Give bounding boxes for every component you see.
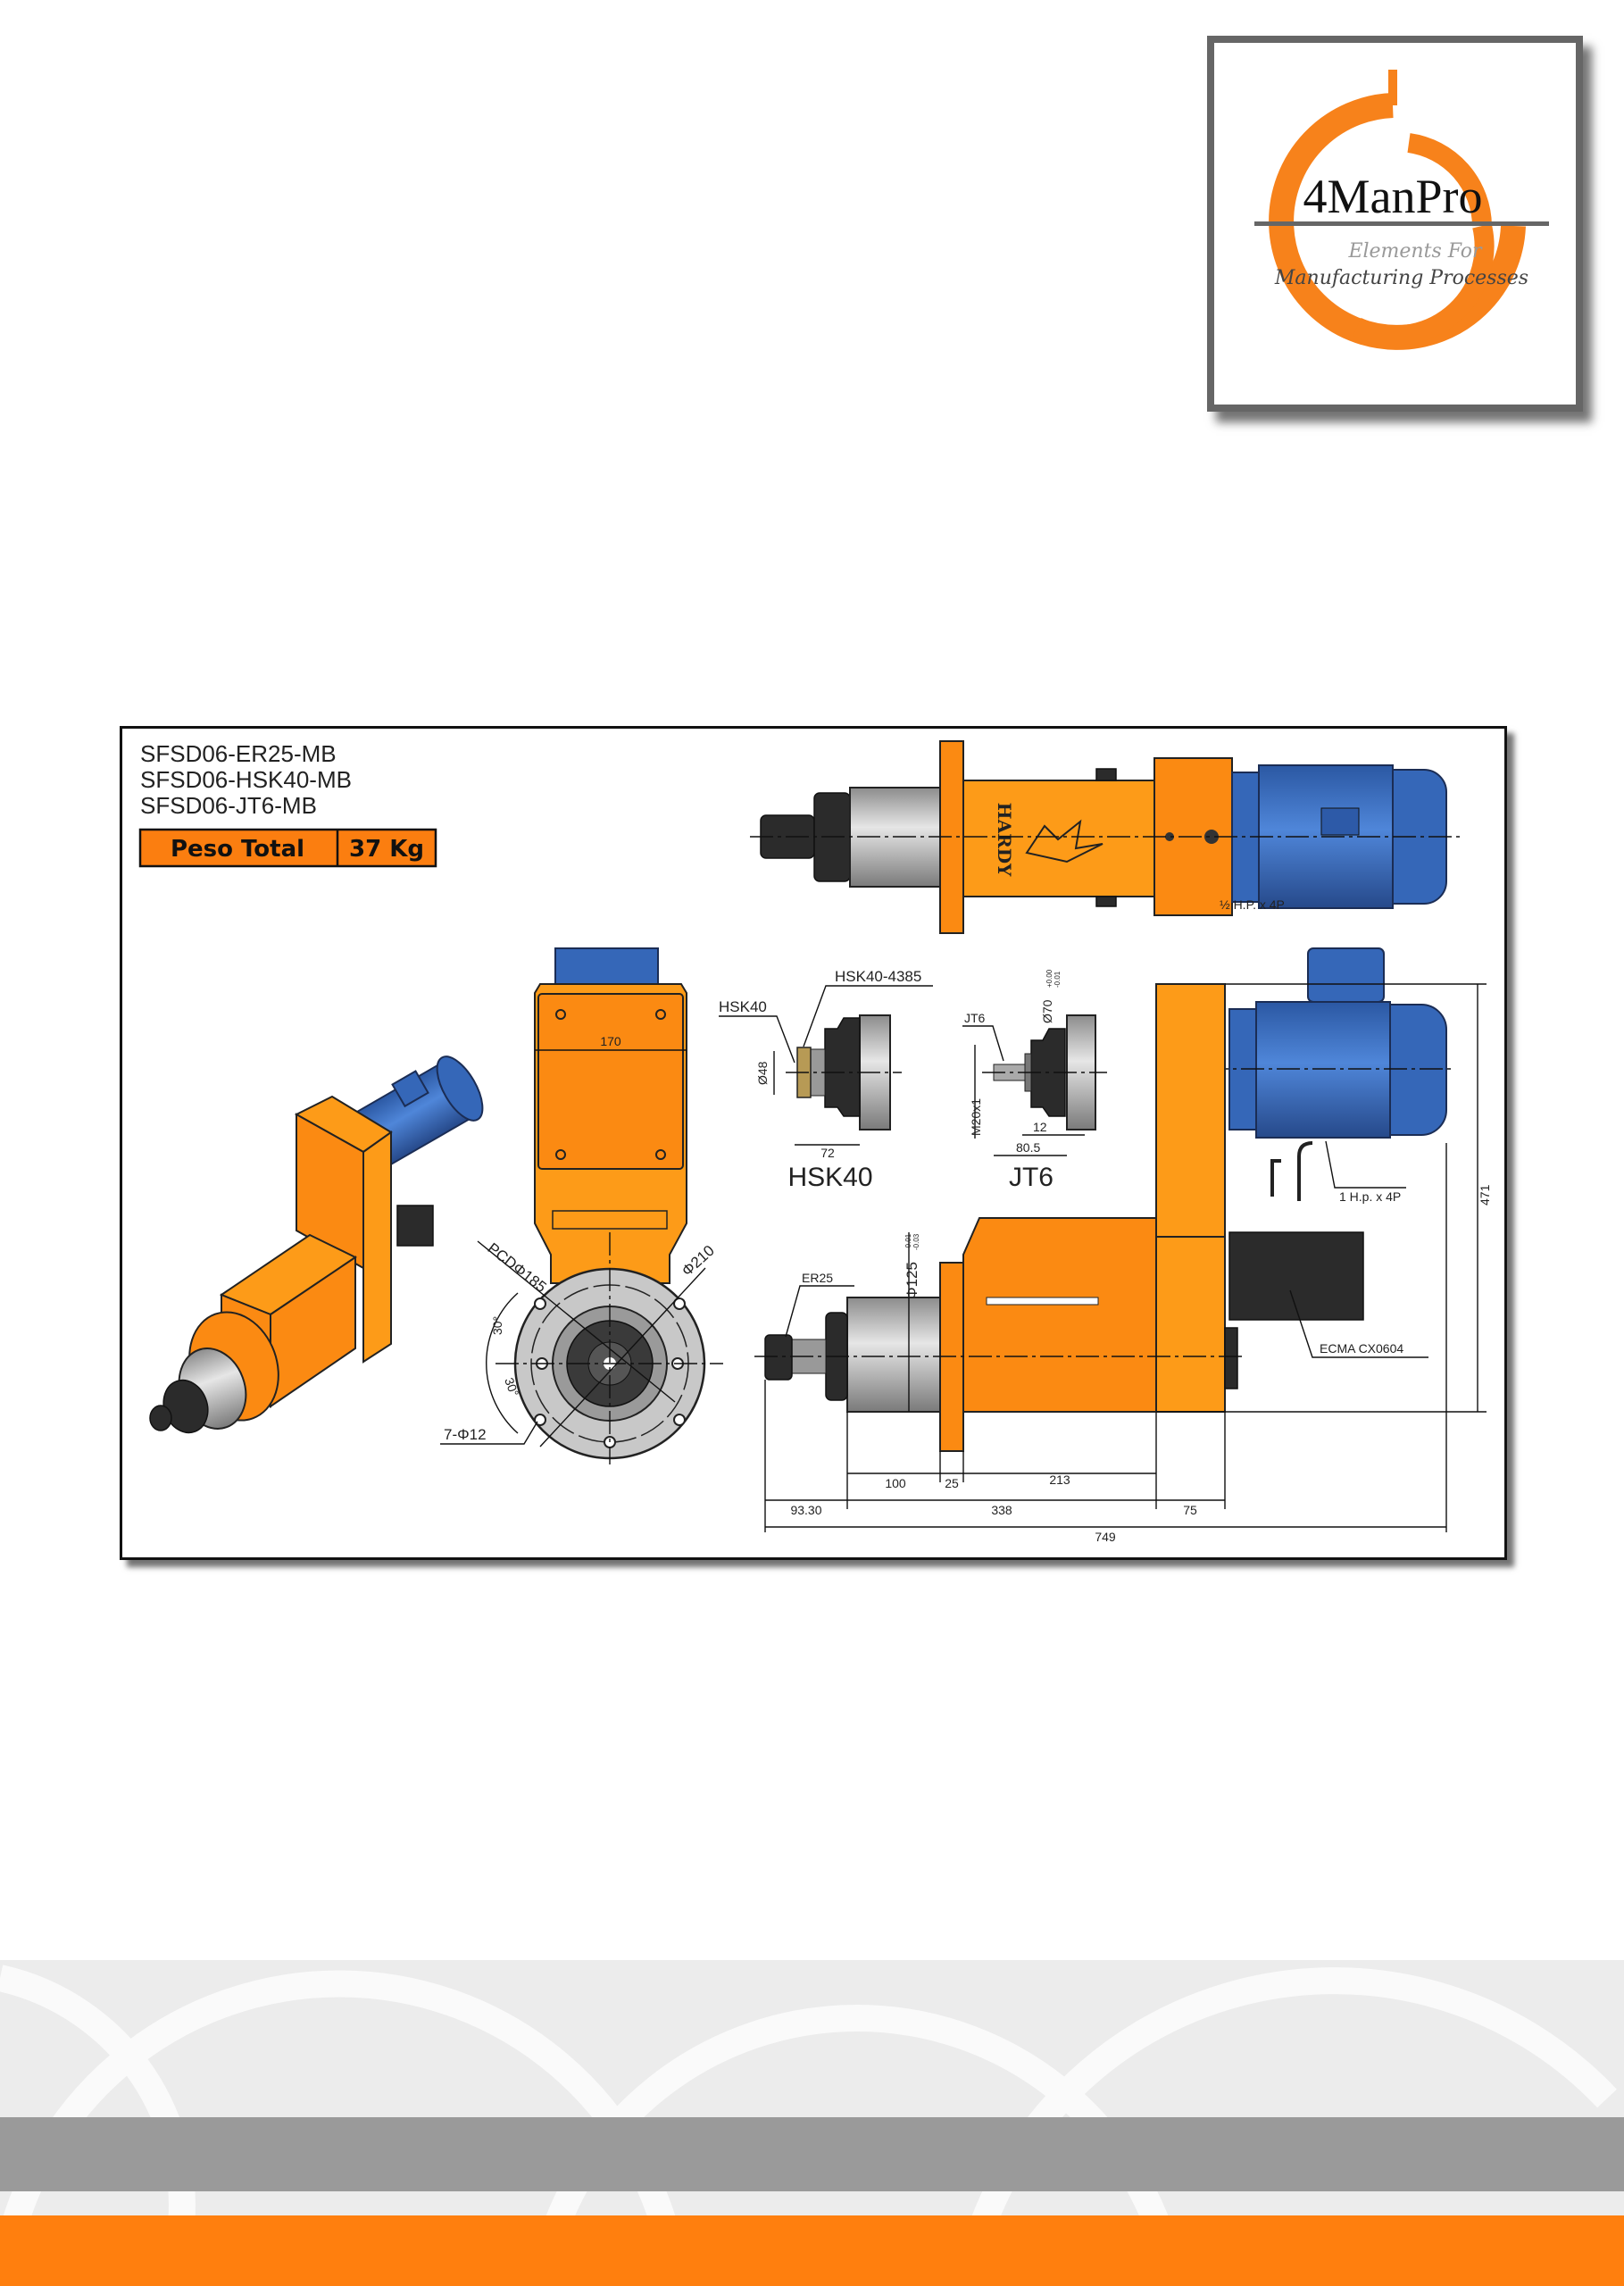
- weight-table: Peso Total 37 Kg: [138, 828, 437, 868]
- spindle-dia-label: Φ125: [904, 1262, 920, 1299]
- front-view: 170 PCDΦ185 Φ210 30° 30° 7-Φ12: [440, 947, 723, 1464]
- isometric-view: [149, 1055, 484, 1434]
- height-dim: 471: [1478, 1184, 1492, 1206]
- company-logo: 4ManPro Elements For Manufacturing Proce…: [1207, 36, 1583, 412]
- logo-brand-text: 4ManPro: [1303, 170, 1483, 223]
- model-code-jt6: SFSD06-JT6-MB: [140, 792, 317, 819]
- side-gear-body: [962, 1217, 1157, 1413]
- logo-ring-inner: [1407, 133, 1492, 227]
- vertical-column: [1155, 983, 1226, 1413]
- collet-label: ER25: [802, 1271, 833, 1285]
- spindle-tol-upper: -0.01: [904, 1233, 912, 1250]
- flange-dia-label: Φ210: [679, 1242, 718, 1280]
- dim-213: 213: [1049, 1473, 1070, 1487]
- top-view: HARDY ½ H.P. x 4P: [750, 740, 1464, 934]
- brand-mark: HARDY: [994, 803, 1015, 877]
- logo-divider: [1254, 221, 1549, 226]
- hsk40-detail: HSK40 HSK40-4385 Ø48 72 HSK40: [719, 968, 933, 1192]
- side-view: ER25 Φ125 -0.01 -0.03 ECMA CX0604 1 H.p.…: [754, 947, 1492, 1544]
- servo-motor: [1228, 1231, 1364, 1321]
- pcd-label: PCDΦ185: [485, 1239, 550, 1296]
- holes-label: 7-Φ12: [444, 1426, 487, 1443]
- hsk40-dia-label: Ø48: [755, 1061, 770, 1085]
- angle-label-2: 30°: [502, 1376, 521, 1398]
- logo-ring-outer: [1269, 93, 1526, 350]
- weight-label: Peso Total: [171, 836, 304, 863]
- jt6-thread-label: M20x1: [969, 1098, 983, 1136]
- footer-gray-bar: [0, 2117, 1624, 2191]
- weight-value: 37 Kg: [349, 836, 424, 863]
- front-width-dim: 170: [600, 1034, 621, 1048]
- hsk40-leader-label: HSK40: [719, 998, 767, 1015]
- logo-graphic: 4ManPro Elements For Manufacturing Proce…: [1254, 70, 1549, 350]
- junction-box: [1307, 947, 1385, 1003]
- jt6-detail: JT6 Ø70 +0.00 -0.01 M20x1 12 80.5 JT6: [962, 969, 1107, 1192]
- model-code-er25: SFSD06-ER25-MB: [140, 740, 337, 767]
- dim-100: 100: [885, 1476, 906, 1490]
- hardy-logo-icon: [1025, 819, 1103, 864]
- dim-338: 338: [991, 1503, 1012, 1517]
- dim-749: 749: [1095, 1530, 1116, 1544]
- servo-label: ECMA CX0604: [1320, 1341, 1403, 1356]
- logo-ring-lower: [1353, 223, 1495, 346]
- hsk40-4385-label: HSK40-4385: [835, 968, 921, 985]
- jt6-title: JT6: [1009, 1163, 1054, 1192]
- angle-label-1: 30°: [490, 1316, 504, 1335]
- footer-decoration: [0, 1960, 1624, 2286]
- logo-tagline-2: Manufacturing Processes: [1274, 267, 1528, 289]
- main-motor: [1255, 1001, 1391, 1139]
- footer-orange-bar: [0, 2215, 1624, 2286]
- dim-25: 25: [945, 1476, 959, 1490]
- model-code-hsk40: SFSD06-HSK40-MB: [140, 766, 352, 793]
- jt6-tol-upper: +0.00: [1045, 969, 1054, 988]
- top-motor-label: ½ H.P. x 4P: [1220, 897, 1285, 912]
- hsk40-length-label: 72: [820, 1146, 835, 1160]
- dim-75: 75: [1183, 1503, 1197, 1517]
- dim-93-30: 93.30: [790, 1503, 821, 1517]
- jt6-dia-label: Ø70: [1040, 999, 1054, 1023]
- spindle-tol-lower: -0.03: [912, 1233, 920, 1250]
- jt6-dim-a: 12: [1033, 1120, 1047, 1134]
- logo-tagline-1: Elements For: [1347, 240, 1483, 263]
- jt6-dim-b: 80.5: [1016, 1140, 1040, 1155]
- hsk40-title: HSK40: [787, 1163, 872, 1192]
- jt6-tol-lower: -0.01: [1054, 971, 1062, 988]
- jt6-leader-label: JT6: [964, 1011, 986, 1025]
- motor-label: 1 H.p. x 4P: [1339, 1189, 1401, 1204]
